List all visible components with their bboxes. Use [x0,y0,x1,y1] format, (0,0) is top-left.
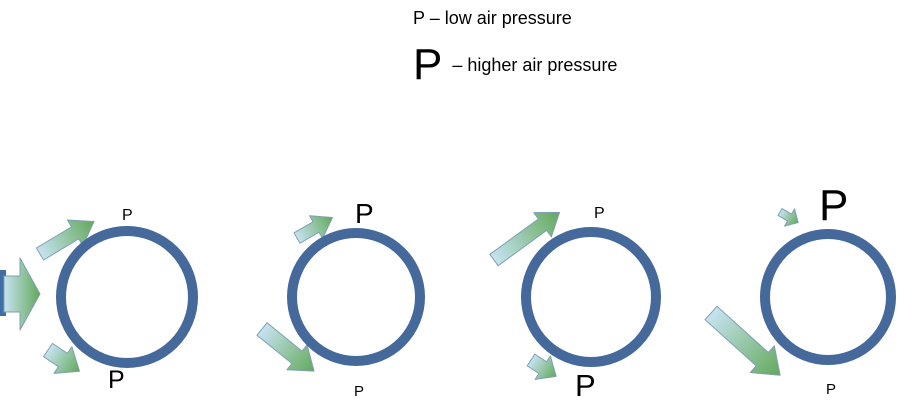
legend-high-text: – higher air pressure [452,55,618,75]
arrow-large-horizontal [0,257,41,331]
legend-low-pressure: P – low air pressure [413,7,572,29]
legend-low-symbol: P [413,8,425,28]
ring-3 [521,227,661,367]
arrow-large-body [3,257,41,331]
arrow-lower [256,322,315,372]
ring-2 [287,228,425,366]
legend-low-text: – low air pressure [429,8,572,28]
legend-high-symbol: P [413,40,443,89]
panel-2-top-label: P [355,198,374,229]
arrow-lower [526,353,557,380]
arrow-upper [489,211,561,267]
ring-1 [56,226,198,368]
panel-4: P P [704,181,896,398]
panel-1-top-label: P [122,207,133,224]
arrow-upper [35,219,95,261]
panel-4-top-label: P [819,181,848,230]
arrow-lower [43,342,81,374]
arrow-upper [777,208,799,227]
panel-3-top-label: P [594,205,605,222]
panel-3: P P [489,205,661,403]
panel-1: P P [0,207,198,394]
panel-3-bottom-label: P [575,368,596,403]
panel-4-bottom-label: P [826,381,836,398]
arrow-large-stripe [0,270,6,316]
panel-2: P P [256,198,425,400]
arrow-upper [293,215,334,244]
legend-high-pressure: P – higher air pressure [413,40,617,90]
arrow-lower [704,305,781,376]
ring-4 [760,229,896,365]
panel-1-bottom-label: P [108,366,125,394]
panel-2-bottom-label: P [354,383,364,400]
